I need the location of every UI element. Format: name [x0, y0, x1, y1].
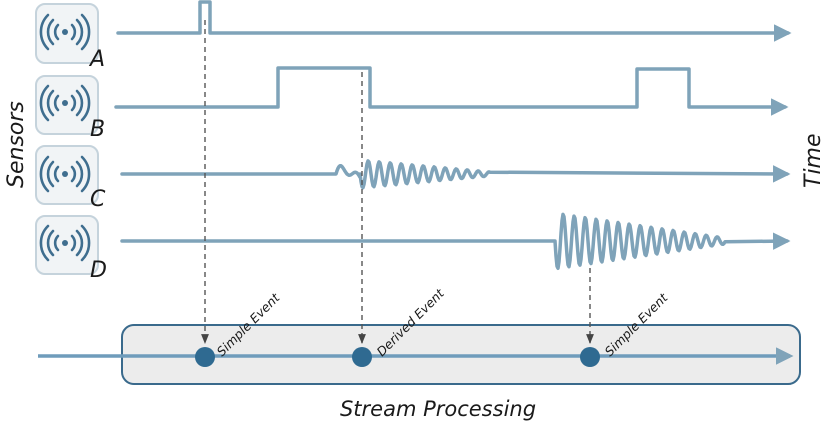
stream-processing-label: Stream Processing	[340, 397, 536, 421]
sensor-b-letter: B	[90, 117, 105, 142]
sensor-b-signal	[114, 66, 789, 116]
sensor-c-signal	[120, 159, 791, 190]
event-dot-3	[580, 347, 600, 367]
sensor-a: A	[35, 0, 792, 72]
event-dot-2	[352, 347, 372, 367]
sensor-d-letter: D	[90, 258, 107, 283]
event-dot-1	[195, 347, 215, 367]
sensor-d: D	[35, 212, 791, 283]
sensor-b: B	[35, 66, 789, 142]
sensor-d-signal	[120, 212, 791, 271]
sensor-a-letter: A	[88, 47, 105, 72]
time-label: Time	[801, 133, 826, 188]
sensor-c: C	[35, 145, 791, 212]
sensor-c-letter: C	[90, 187, 106, 212]
sensor-a-signal	[116, 0, 792, 42]
sensors-label: Sensors	[4, 101, 29, 188]
